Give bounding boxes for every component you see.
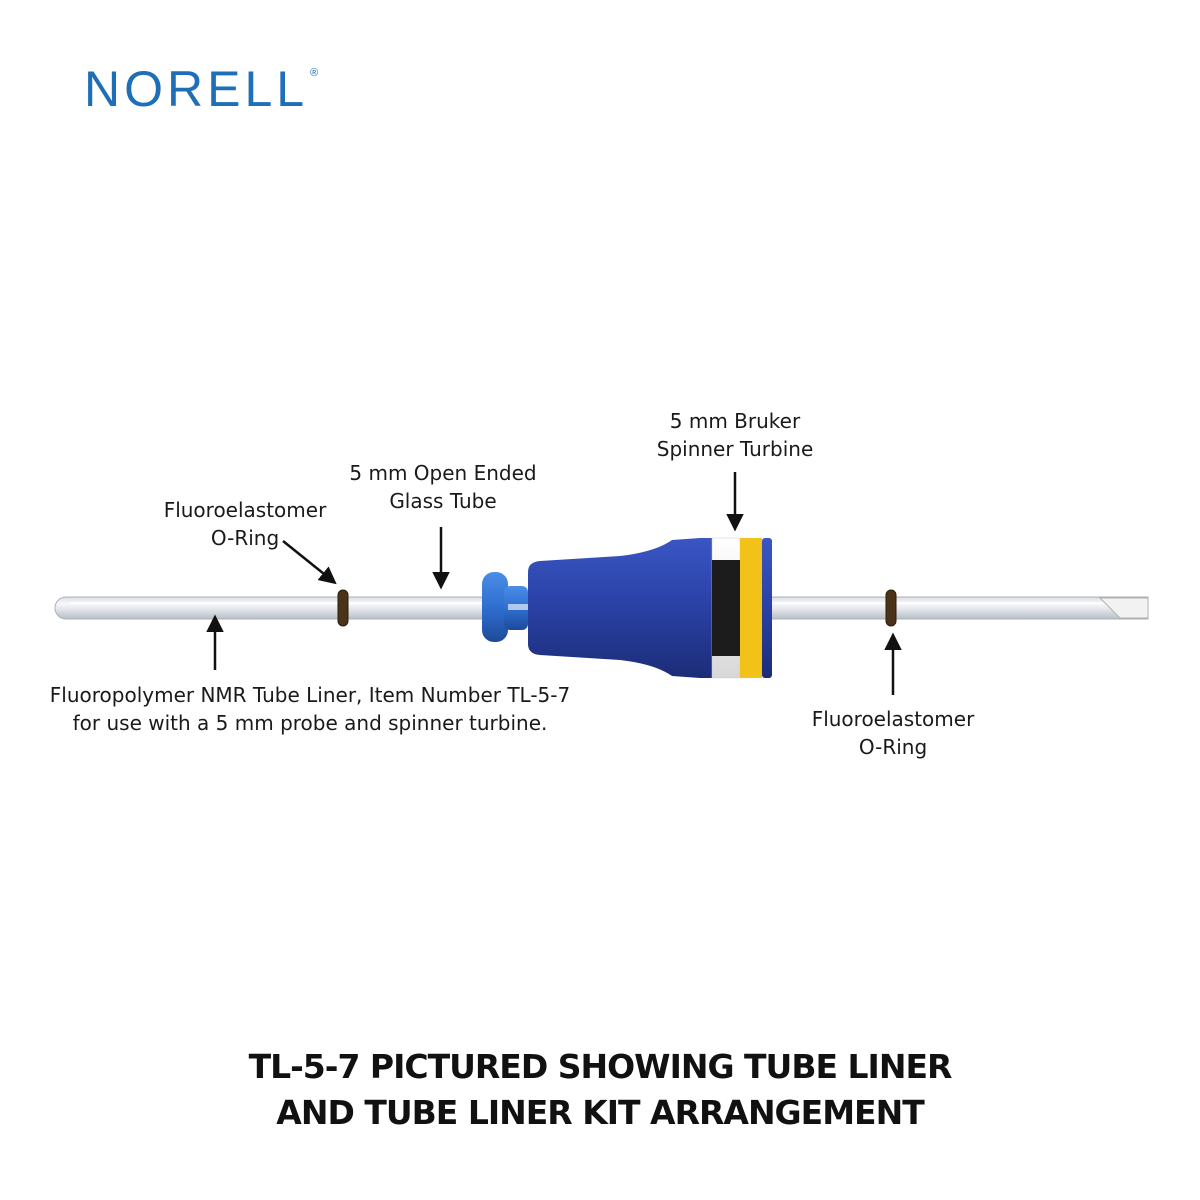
label-spinner-turbine: 5 mm Bruker Spinner Turbine bbox=[622, 407, 848, 463]
norell-logo: NORELL® bbox=[84, 61, 319, 117]
arrow-o-ring-left bbox=[282, 540, 337, 585]
caption-line2: AND TUBE LINER KIT ARRANGEMENT bbox=[276, 1093, 924, 1132]
diagram-caption: TL-5-7 PICTURED SHOWING TUBE LINER AND T… bbox=[0, 1044, 1200, 1136]
label-glass-tube-line2: Glass Tube bbox=[389, 489, 497, 513]
label-o-ring-left-line1: Fluoroelastomer bbox=[163, 498, 327, 522]
label-tube-liner-line1: Fluoropolymer NMR Tube Liner, Item Numbe… bbox=[49, 683, 571, 707]
label-o-ring-right: Fluoroelastomer O-Ring bbox=[780, 705, 1006, 761]
spinner-turbine bbox=[528, 537, 772, 679]
label-o-ring-left-line2: O-Ring bbox=[210, 526, 280, 550]
label-o-ring-right-line1: Fluoroelastomer bbox=[811, 707, 975, 731]
label-tube-liner: Fluoropolymer NMR Tube Liner, Item Numbe… bbox=[40, 681, 580, 737]
tube-cap bbox=[482, 572, 528, 642]
label-spinner-turbine-line2: Spinner Turbine bbox=[656, 437, 814, 461]
label-glass-tube: 5 mm Open Ended Glass Tube bbox=[330, 459, 556, 515]
label-spinner-turbine-line1: 5 mm Bruker bbox=[669, 409, 801, 433]
o-ring-right bbox=[885, 589, 897, 627]
o-ring-left bbox=[337, 589, 349, 627]
label-glass-tube-line1: 5 mm Open Ended bbox=[349, 461, 537, 485]
registered-mark: ® bbox=[310, 67, 319, 79]
tube-liner-right bbox=[769, 596, 1149, 620]
logo-text: NORELL bbox=[84, 61, 309, 117]
tube-liner-left bbox=[54, 596, 496, 620]
label-tube-liner-line2: for use with a 5 mm probe and spinner tu… bbox=[72, 711, 548, 735]
caption-line1: TL-5-7 PICTURED SHOWING TUBE LINER bbox=[248, 1047, 953, 1086]
label-o-ring-right-line2: O-Ring bbox=[858, 735, 928, 759]
label-o-ring-left: Fluoroelastomer O-Ring bbox=[132, 496, 358, 552]
